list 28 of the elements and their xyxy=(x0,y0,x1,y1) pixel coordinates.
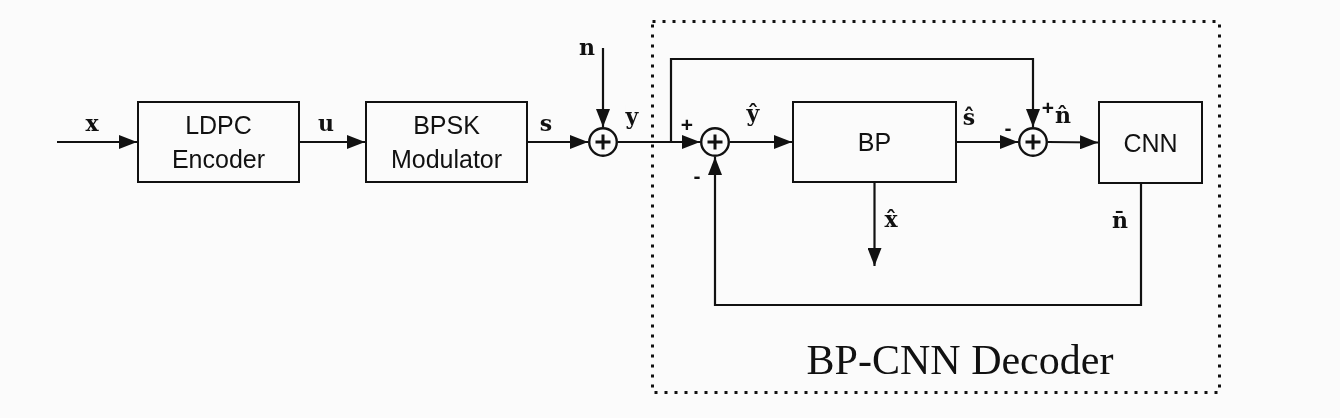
sign-label: + xyxy=(1041,96,1055,118)
block-label: BPSK Modulator xyxy=(389,110,504,175)
arrow xyxy=(596,48,610,127)
block-label: CNN xyxy=(1123,127,1178,159)
block-label: BP xyxy=(857,127,892,158)
arrow xyxy=(300,135,365,149)
arrow xyxy=(1048,135,1098,150)
summing-junction xyxy=(1018,127,1048,157)
process-block xyxy=(1098,101,1203,184)
arrow xyxy=(708,157,1143,307)
sign-label: - xyxy=(1004,116,1012,138)
summing-junction xyxy=(588,127,618,157)
arrow xyxy=(957,135,1018,149)
process-block xyxy=(792,101,957,183)
process-block xyxy=(137,101,300,183)
dotted-boundary xyxy=(651,20,1221,394)
process-block xyxy=(365,101,528,183)
arrow xyxy=(618,57,1040,144)
arrow xyxy=(57,135,137,149)
edge-label: ŷ xyxy=(746,101,760,127)
block-label: LDPC Encoder xyxy=(170,110,267,175)
summing-junction xyxy=(700,127,730,157)
arrow xyxy=(730,135,792,149)
arrow xyxy=(867,183,882,266)
sign-label: + xyxy=(680,113,694,135)
sign-label: - xyxy=(693,164,701,186)
region-title: BP-CNN Decoder xyxy=(806,336,1114,384)
arrow xyxy=(528,135,588,149)
